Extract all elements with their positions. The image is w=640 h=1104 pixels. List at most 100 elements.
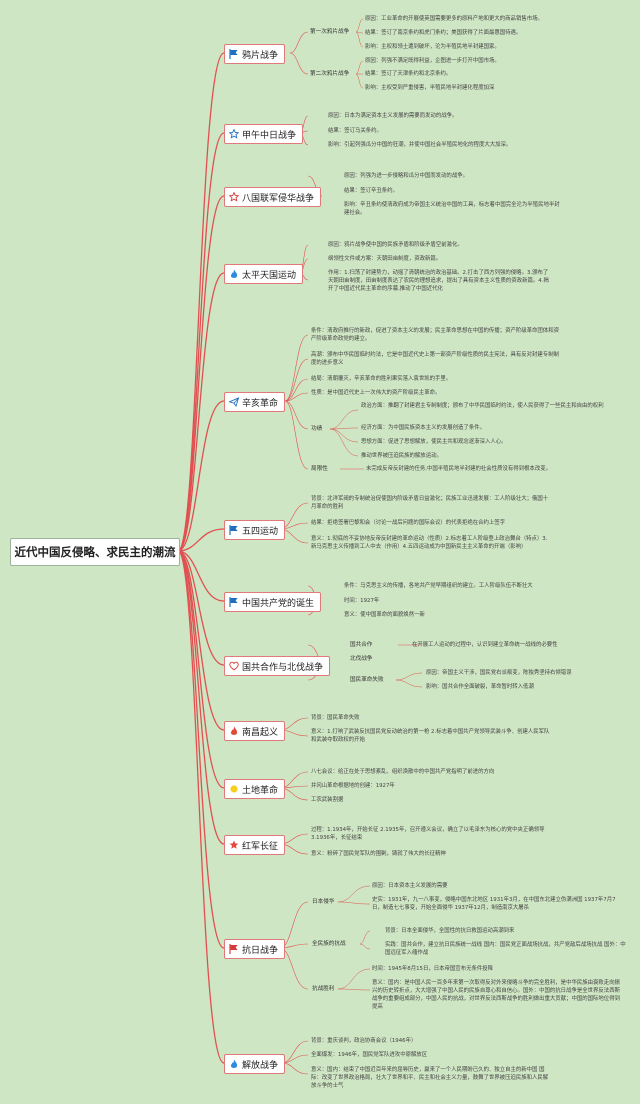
note-sj-impact: 影响：引起列强瓜分中国的狂潮，并使中国社会半殖民地化的程度大大加深。 — [328, 142, 512, 148]
connector-line — [177, 400, 225, 552]
subtopic-first-opium-war[interactable]: 第一次鸦片战争 — [310, 29, 350, 35]
topic-label: 八国联军侵华战争 — [242, 193, 315, 204]
subtopic-kmt-ccp-coop[interactable]: 国共合作 — [350, 642, 373, 648]
note-ccp-conditions: 条件：马克思主义的传播，各地共产党早期组织的建立。工人阶级队伍不断壮大 — [344, 583, 533, 589]
subtopic-victory[interactable]: 抗战胜利 — [312, 986, 335, 992]
topic-may-fourth[interactable]: 五四运动 — [224, 520, 286, 540]
flame-icon — [229, 1059, 239, 1069]
topic-label: 国共合作与北伐战争 — [242, 662, 324, 673]
note-victory-meaning: 意义：国内：是中国人民一百多年来第一次取得反对外来侵略斗争的完全胜利，是中华民族… — [372, 980, 620, 1010]
flag-blue-icon — [229, 597, 239, 607]
subtopic-northern-expedition[interactable]: 北伐战争 — [350, 656, 373, 662]
connector-line — [177, 528, 225, 552]
topic-northern-expedition[interactable]: 国共合作与北伐战争 — [224, 656, 331, 676]
note-xh-result: 结局：清朝覆灭，辛亥革命的胜利果实落入袁世凯的手里。 — [311, 376, 452, 382]
topic-label: 五四运动 — [242, 526, 279, 537]
connector-line — [284, 378, 309, 402]
note-resist-background: 背景：日本全面侵华，全国性的抗日救国运动高潮到来 — [385, 928, 515, 934]
connector-line — [281, 1054, 309, 1064]
connector-line — [289, 52, 309, 75]
topic-taiping[interactable]: 太平天国运动 — [224, 264, 304, 284]
connector-line — [337, 885, 371, 903]
note-peasant: 工农武装割据 — [311, 797, 344, 803]
note-sj-result: 结果：签订马关条约。 — [328, 128, 382, 134]
note-resist-fact: 实践：国共合作，建立抗日民族统一战线 国内：国民党正面战场抗战，共产党敌后战场抗… — [385, 942, 626, 956]
topic-long-march[interactable]: 红军长征 — [224, 835, 286, 855]
connector-line — [329, 428, 359, 443]
topic-eight-nation-war[interactable]: 八国联军侵华战争 — [224, 187, 322, 207]
connector-line — [337, 901, 371, 905]
note-victory-time: 时间：1945年8月15日，日本帝国宣布无条件投降 — [372, 966, 494, 972]
topic-liberation-war[interactable]: 解放战争 — [224, 1054, 286, 1074]
note-tp-effect: 作用：1.扫荡了封建势力，动摇了清朝统治的政治基础。2.打击了西方列强的侵略。3… — [328, 270, 549, 292]
topic-land-revolution[interactable]: 土地革命 — [224, 779, 286, 799]
connector-line — [177, 550, 225, 731]
note-coop: 在开展工人运动的过程中，认识到建立革命统一战线的必要性 — [412, 642, 558, 648]
subtopic-national-resistance[interactable]: 全民族的抗战 — [312, 941, 346, 947]
connector-line — [177, 52, 225, 552]
subtopic-limitation[interactable]: 局限性 — [311, 466, 328, 472]
topic-label: 辛亥革命 — [242, 398, 279, 409]
heart-outline-icon — [229, 661, 239, 671]
connector-line — [329, 427, 359, 430]
note-m4-background: 背景：北洋军阀的专制统治促使国内阶级矛盾日益激化；民族工业迅速发展：工人阶级壮大… — [311, 496, 549, 510]
root-topic[interactable]: 近代中国反侵略、求民主的潮流 — [10, 538, 180, 566]
connector-line — [281, 1040, 309, 1064]
subtopic-revolution-failure[interactable]: 国民革命失败 — [350, 677, 384, 683]
note-nc-background: 背景：国民革命失败 — [311, 715, 360, 721]
note-en-impact: 影响：辛丑条约使清政府成为帝国主义统治中国的工具，标志着中国完全沦为半殖民地半封… — [344, 202, 560, 216]
subtopic-japan-invasion[interactable]: 日本侵华 — [312, 899, 335, 905]
topic-anti-japanese-war[interactable]: 抗日战争 — [224, 939, 286, 959]
note-xh-limit: 未完成反帝反封建的任务,中国半殖民地半封建的社会性质没有得到根本改变。 — [366, 466, 551, 472]
topic-label: 南昌起义 — [242, 727, 279, 738]
connector-line — [359, 930, 371, 945]
paper-plane-icon — [229, 397, 239, 407]
note-en-cause: 原因：列强为进一步侵略和瓜分中国而发动的战争。 — [344, 173, 468, 179]
note-xh-wuchang: 高潮：颁布中华民国临时约法，它是中国近代史上第一部资产阶级性质的民主宪法，具有反… — [311, 352, 559, 366]
connector-line — [359, 943, 371, 950]
connector-line — [284, 358, 309, 402]
note-xh-colonial: 推动世界被压迫民族的解放运动。 — [361, 453, 442, 459]
connector-line — [355, 60, 364, 75]
note-lib-outbreak: 全面爆发：1946年，国民党军队进攻中原解放区 — [311, 1052, 428, 1058]
note-en-result: 结果：签订辛丑条约。 — [344, 188, 398, 194]
connector-line — [284, 400, 309, 470]
note-ccp-time: 时间：1927年 — [344, 598, 380, 604]
topic-label: 红军长征 — [242, 841, 279, 852]
connector-line — [289, 31, 309, 54]
connector-line — [355, 31, 364, 48]
topic-nanchang-uprising[interactable]: 南昌起义 — [224, 721, 286, 741]
note-lib-meaning: 意义：国内：结束了中国近百年来的屈辱历史，赢来了一个人民期盼已久的、独立自主的新… — [311, 1067, 549, 1089]
topic-xinhai[interactable]: 辛亥革命 — [224, 392, 286, 412]
connector-line — [284, 392, 309, 402]
topic-ccp-founding[interactable]: 中国共产党的诞生 — [224, 592, 322, 612]
note-xh-thought: 思想方面：促进了思想解放，使民主共和观念逐渐深入人心。 — [361, 439, 507, 445]
note-w1-impact: 影响：主权和领土遭到破坏，沦为半殖民地半封建国家。 — [365, 44, 500, 50]
subtopic-second-opium-war[interactable]: 第二次鸦片战争 — [310, 71, 350, 77]
note-m4-meaning: 意义：1.彻底的不妥协地反帝反封建的革命运动（性质）2.标志着工人阶级登上政治舞… — [311, 536, 548, 550]
note-failure-cause: 原因：帝国主义干涉，国民党右派叛变，陈独秀坚持右倾错误 — [426, 670, 572, 676]
connector-line — [177, 550, 225, 845]
connector-line — [177, 195, 225, 552]
connector-line — [355, 18, 364, 33]
connector-line — [177, 550, 225, 1064]
topic-label: 鸦片战争 — [242, 50, 279, 61]
connector-line — [284, 334, 309, 402]
note-jinggang: 井冈山革命根据地的创建：1927年 — [311, 783, 395, 789]
topic-label: 甲午中日战争 — [242, 130, 297, 141]
topic-sino-japanese-war[interactable]: 甲午中日战争 — [224, 124, 304, 144]
note-xh-conditions: 条件：清政府推行的新政，促进了资本主义的发展；民主革命思想在中国的传播；资产阶级… — [311, 328, 559, 342]
topic-label: 解放战争 — [242, 1060, 279, 1071]
connector-line — [355, 31, 364, 34]
connector-line — [284, 400, 309, 430]
connector-line — [337, 968, 371, 990]
subtopic-merit[interactable]: 功绩 — [311, 426, 323, 432]
note-tp-cause: 原因：鸦片战争使中国的民族矛盾和阶级矛盾空前激化。 — [328, 242, 463, 248]
connector-line — [177, 550, 225, 602]
topic-label: 中国共产党的诞生 — [242, 598, 315, 609]
note-xh-nature: 性质：是中国近代史上一次伟大的资产阶级民主革命。 — [311, 390, 441, 396]
note-w1-result: 结果：签订了南京条约和虎门条约；美国获得了片面最惠国待遇。 — [365, 30, 522, 36]
note-lib-background: 背景：重庆谈判，政治协商会议（1946年） — [311, 1038, 417, 1044]
note-w2-result: 结果：签订了天津条约和北京条约。 — [365, 71, 452, 77]
topic-opium-war[interactable]: 鸦片战争 — [224, 44, 286, 64]
